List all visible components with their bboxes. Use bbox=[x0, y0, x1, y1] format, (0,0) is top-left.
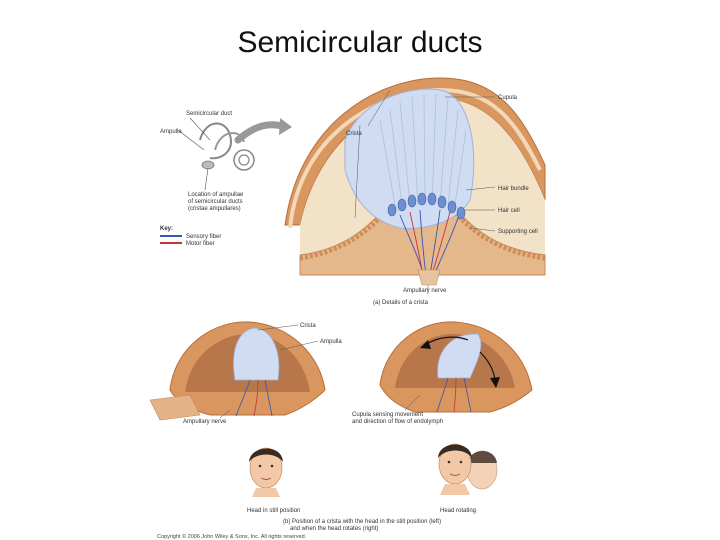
label-ampullary-nerve-a: Ampullary nerve bbox=[403, 288, 447, 294]
label-ampulla-b: Ampulla bbox=[320, 339, 342, 345]
key-motor-fiber: Motor fiber bbox=[186, 241, 215, 247]
label-cupula-sensing-2: and direction of flow of endolymph bbox=[352, 419, 443, 425]
label-crista-a: Crista bbox=[346, 131, 362, 137]
caption-a: (a) Details of a crista bbox=[373, 300, 429, 306]
label-head-rotating: Head rotating bbox=[440, 508, 476, 514]
caption-b-2: and when the head rotates (right) bbox=[290, 526, 378, 532]
inner-ear-inset bbox=[178, 118, 292, 190]
caption-b-1: (b) Position of a crista with the head i… bbox=[283, 519, 441, 525]
key-title: Key: bbox=[160, 226, 173, 232]
head-still-illustration bbox=[249, 448, 283, 497]
label-crista-b: Crista bbox=[300, 323, 316, 329]
head-rotating-illustration bbox=[438, 444, 497, 495]
label-ampullary-nerve-b: Ampullary nerve bbox=[183, 419, 227, 425]
label-head-still: Head in still position bbox=[247, 508, 300, 514]
label-ampulla-inset: Ampulla bbox=[160, 129, 182, 135]
label-cupula: Cupula bbox=[498, 95, 518, 101]
label-hair-cell: Hair cell bbox=[498, 208, 520, 214]
ampulla-still-illustration bbox=[150, 322, 325, 420]
key-sensory-fiber: Sensory fiber bbox=[186, 234, 221, 240]
label-location-1: Location of ampullae bbox=[188, 192, 244, 198]
label-location-2: of semicircular ducts bbox=[188, 199, 243, 205]
label-semicircular-duct: Semicircular duct bbox=[186, 111, 232, 117]
label-cupula-sensing-1: Cupula sensing movement bbox=[352, 412, 423, 418]
label-hair-bundle: Hair bundle bbox=[498, 186, 529, 192]
copyright-notice: Copyright © 2006 John Wiley & Sons, Inc.… bbox=[157, 533, 307, 540]
label-location-3: (cristae ampullares) bbox=[188, 206, 241, 212]
ampulla-rotating-illustration bbox=[380, 322, 532, 412]
label-supporting-cell: Supporting cell bbox=[498, 229, 538, 235]
crista-detail-illustration bbox=[285, 78, 545, 285]
